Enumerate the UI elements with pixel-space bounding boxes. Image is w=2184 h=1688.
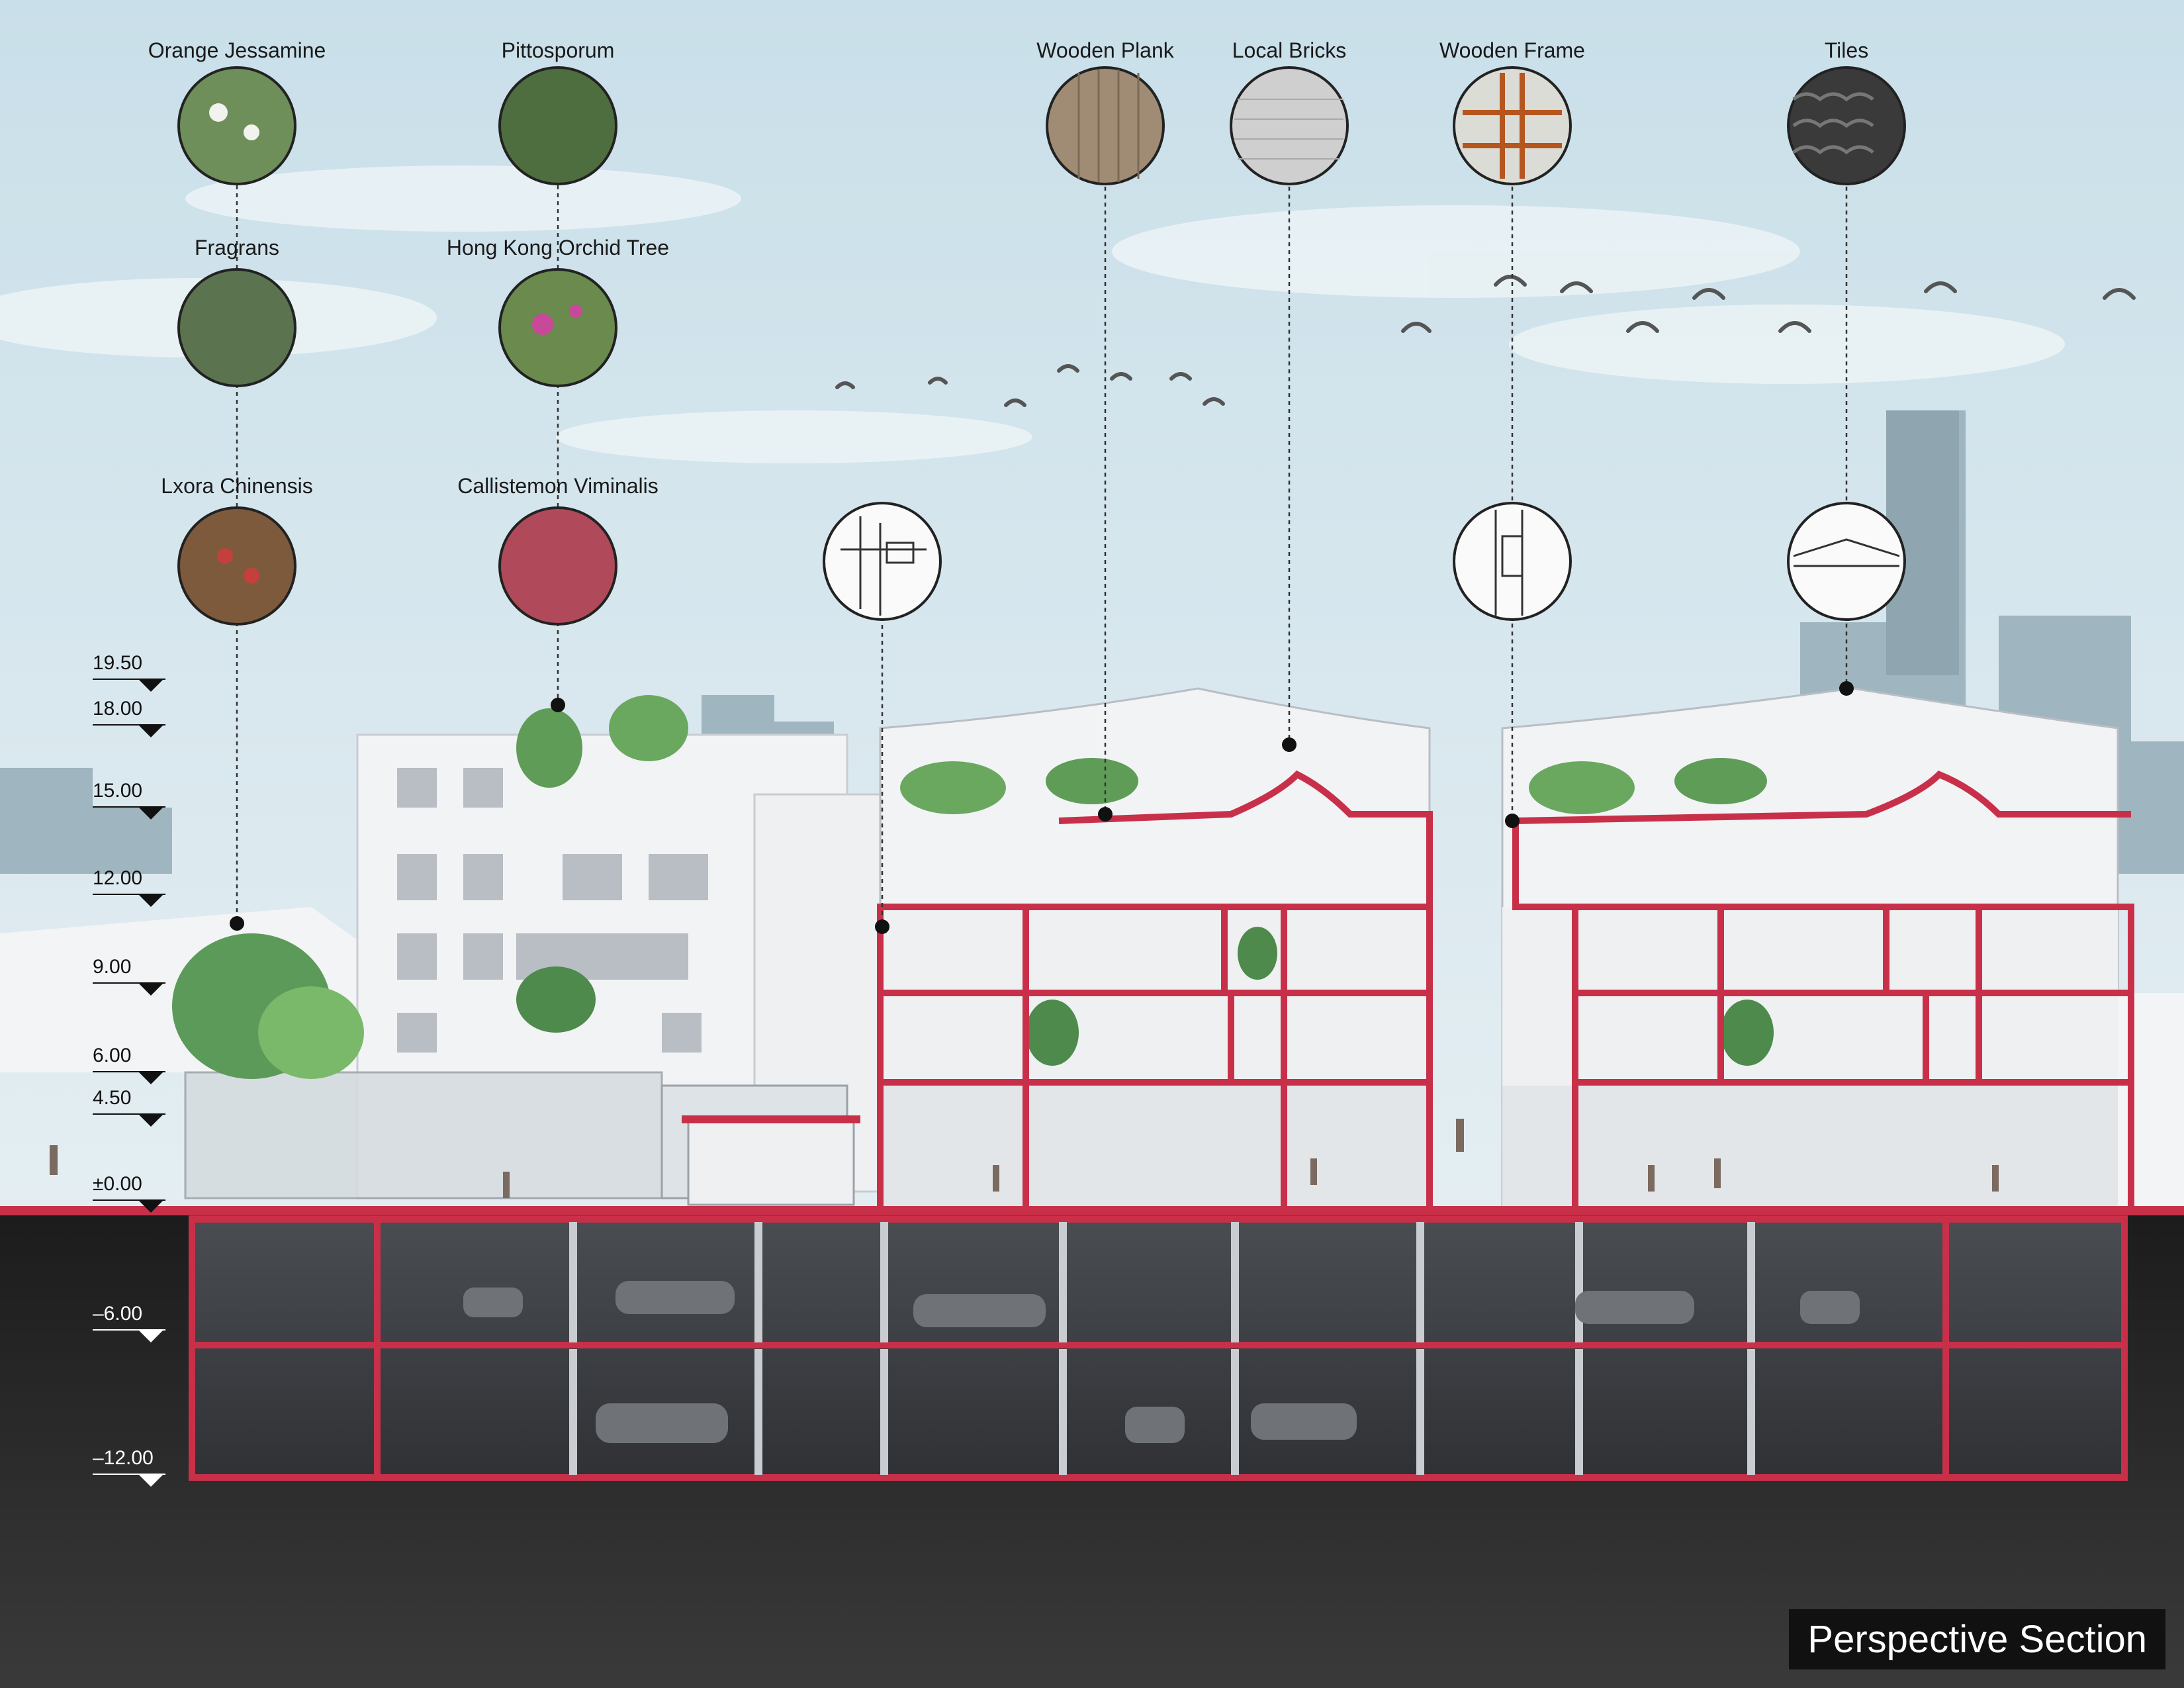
material-label-tiles: Tiles [1824, 38, 1869, 62]
level-marker: 18.00 [93, 698, 165, 737]
plant-label-fragrans: Fragrans [194, 236, 280, 259]
pittosporum-swatch [498, 66, 617, 185]
level-value: 12.00 [93, 867, 143, 889]
level-marker: 15.00 [93, 780, 165, 820]
plant-label-pittosporum: Pittosporum [501, 38, 615, 62]
underground-garage [189, 1215, 2128, 1481]
callistemon-viminalis-swatch [498, 506, 617, 626]
plant-swatches [177, 66, 617, 626]
greenery-left [172, 695, 1072, 1079]
level-marker: –6.00 [93, 1303, 165, 1342]
swatch-accents [209, 103, 582, 584]
section-cut-lines [877, 770, 2134, 1211]
material-patterns [1077, 70, 1874, 182]
greenery-buildings [900, 758, 1774, 1066]
material-label-local-bricks: Local Bricks [1232, 38, 1347, 62]
leader-dots [230, 681, 1854, 934]
detail-linework [841, 510, 1900, 616]
level-marker: 19.50 [93, 652, 165, 692]
detail-callouts [823, 502, 1906, 621]
level-value: –12.00 [93, 1447, 154, 1469]
level-value: 4.50 [93, 1087, 132, 1109]
level-marker: 12.00 [93, 867, 165, 907]
material-label-wooden-frame: Wooden Frame [1439, 38, 1585, 62]
level-value: –6.00 [93, 1303, 143, 1325]
pavilion [682, 1115, 860, 1206]
level-value: 19.50 [93, 652, 143, 674]
orange-jessamine-swatch [177, 66, 296, 185]
level-marker: 6.00 [93, 1045, 165, 1084]
local-bricks-swatch [1230, 66, 1349, 185]
level-marker: –12.00 [93, 1447, 165, 1487]
level-value: ±0.00 [93, 1173, 142, 1195]
drawing-title: Perspective Section [1789, 1609, 2165, 1669]
people-figures [50, 1119, 1999, 1198]
level-value: 6.00 [93, 1045, 132, 1066]
level-value: 9.00 [93, 956, 132, 978]
birds [835, 275, 2136, 407]
wooden-frame-swatch [1453, 66, 1572, 185]
level-marker: ±0.00 [93, 1173, 165, 1213]
wooden-plank-swatch [1046, 66, 1165, 185]
detail-circle-facade [823, 502, 942, 621]
level-value: 15.00 [93, 780, 143, 802]
plant-label-orange-jessamine: Orange Jessamine [148, 38, 326, 62]
plant-label-callistemon-viminalis: Callistemon Viminalis [457, 474, 659, 498]
hong-kong-orchid-tree-swatch [498, 268, 617, 387]
material-label-wooden-plank: Wooden Plank [1036, 38, 1174, 62]
plant-label-lxora-chinensis: Lxora Chinensis [161, 474, 313, 498]
right-building [1501, 687, 2184, 1213]
lxora-chinensis-swatch [177, 506, 296, 626]
level-value: 18.00 [93, 698, 143, 720]
detail-circle-roof [1787, 502, 1906, 621]
plant-label-hong-kong-orchid-tree: Hong Kong Orchid Tree [446, 236, 670, 259]
ground-line [0, 1206, 2184, 1215]
detail-circle-frame [1453, 502, 1572, 621]
fragrans-swatch [177, 268, 296, 387]
level-marker: 9.00 [93, 956, 165, 996]
level-marker: 4.50 [93, 1087, 165, 1127]
